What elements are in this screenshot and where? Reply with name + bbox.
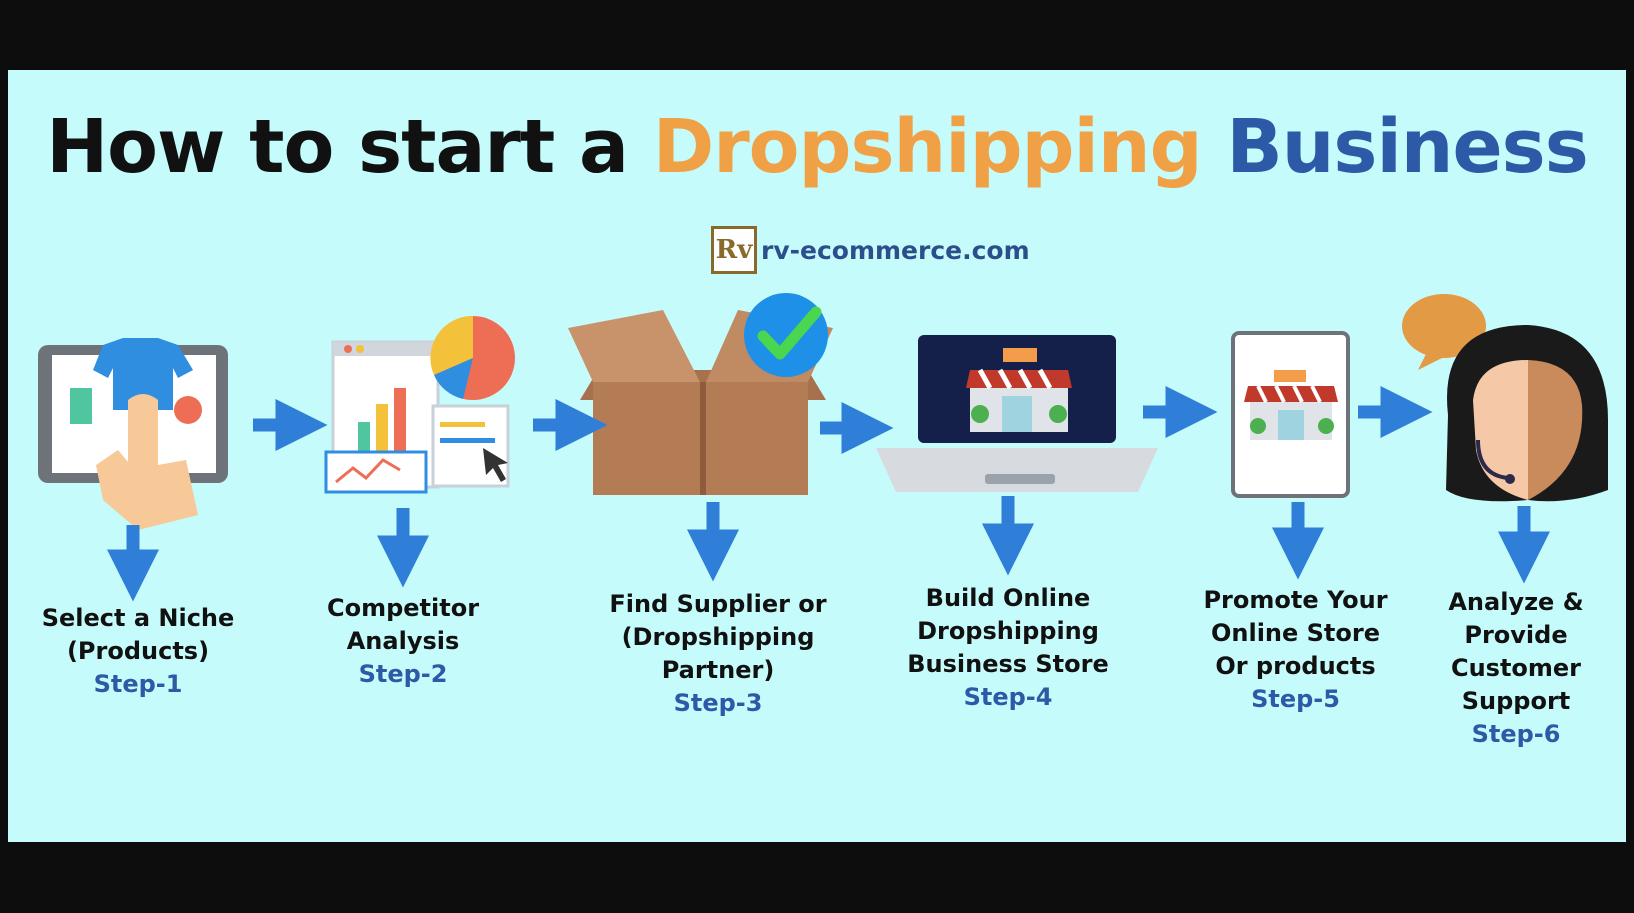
tablet-shopping-icon bbox=[38, 338, 228, 530]
laptop-store-icon bbox=[876, 335, 1158, 492]
step-6-label: Analyze & Provide Customer Support Step-… bbox=[1406, 586, 1626, 751]
step-1-line-1: Select a Niche bbox=[41, 604, 235, 632]
step-4-line-3: Business Store bbox=[907, 650, 1109, 678]
step-6-number: Step-6 bbox=[1471, 720, 1561, 748]
step-3-number: Step-3 bbox=[673, 689, 763, 717]
step-5-line-2: Online Store bbox=[1210, 619, 1381, 647]
step-6-line-1: Analyze & Provide bbox=[1448, 588, 1584, 649]
customer-support-agent-icon bbox=[1402, 294, 1608, 502]
box-checkmark-icon bbox=[568, 293, 833, 495]
step-1-number: Step-1 bbox=[93, 670, 183, 698]
step-4-line-2: Dropshipping bbox=[917, 617, 1099, 645]
step-3-label: Find Supplier or (Dropshipping Partner) … bbox=[593, 588, 843, 720]
step-2-label: Competitor Analysis Step-2 bbox=[303, 592, 503, 691]
step-6-line-2: Customer Support bbox=[1450, 654, 1582, 715]
step-3-line-3: Partner) bbox=[661, 656, 775, 684]
flow-arrows-vertical bbox=[107, 496, 1550, 602]
brand-logo: Rv rv-ecommerce.com bbox=[711, 223, 1030, 277]
analytics-dashboard-icon bbox=[324, 315, 515, 494]
step-2-line-1: Competitor bbox=[326, 594, 480, 622]
step-4-label: Build Online Dropshipping Business Store… bbox=[888, 582, 1128, 714]
step-2-line-2: Analysis bbox=[346, 627, 460, 655]
flow-arrows-horizontal bbox=[253, 386, 1433, 454]
step-1-line-2: (Products) bbox=[66, 637, 210, 665]
infographic-panel: How to start a Dropshipping Business Rv … bbox=[8, 70, 1626, 842]
title-part-3: Business bbox=[1226, 104, 1588, 190]
step-3-line-1: Find Supplier or bbox=[609, 590, 827, 618]
step-5-number: Step-5 bbox=[1251, 685, 1340, 713]
step-5-line-1: Promote Your bbox=[1203, 586, 1388, 614]
page-title: How to start a Dropshipping Business bbox=[8, 104, 1626, 190]
title-part-1: How to start a bbox=[46, 104, 629, 190]
mobile-store-icon bbox=[1231, 331, 1350, 498]
step-5-line-3: Or products bbox=[1215, 652, 1376, 680]
process-graphics bbox=[38, 293, 1608, 602]
step-3-line-2: (Dropshipping bbox=[621, 623, 815, 651]
logo-text: rv-ecommerce.com bbox=[761, 235, 1030, 265]
title-part-2: Dropshipping bbox=[652, 104, 1203, 190]
step-1-label: Select a Niche (Products) Step-1 bbox=[28, 602, 248, 701]
step-5-label: Promote Your Online Store Or products St… bbox=[1188, 584, 1403, 716]
step-4-line-1: Build Online bbox=[925, 584, 1091, 612]
step-4-number: Step-4 bbox=[963, 683, 1053, 711]
step-2-number: Step-2 bbox=[358, 660, 448, 688]
logo-mark: Rv bbox=[711, 226, 757, 274]
